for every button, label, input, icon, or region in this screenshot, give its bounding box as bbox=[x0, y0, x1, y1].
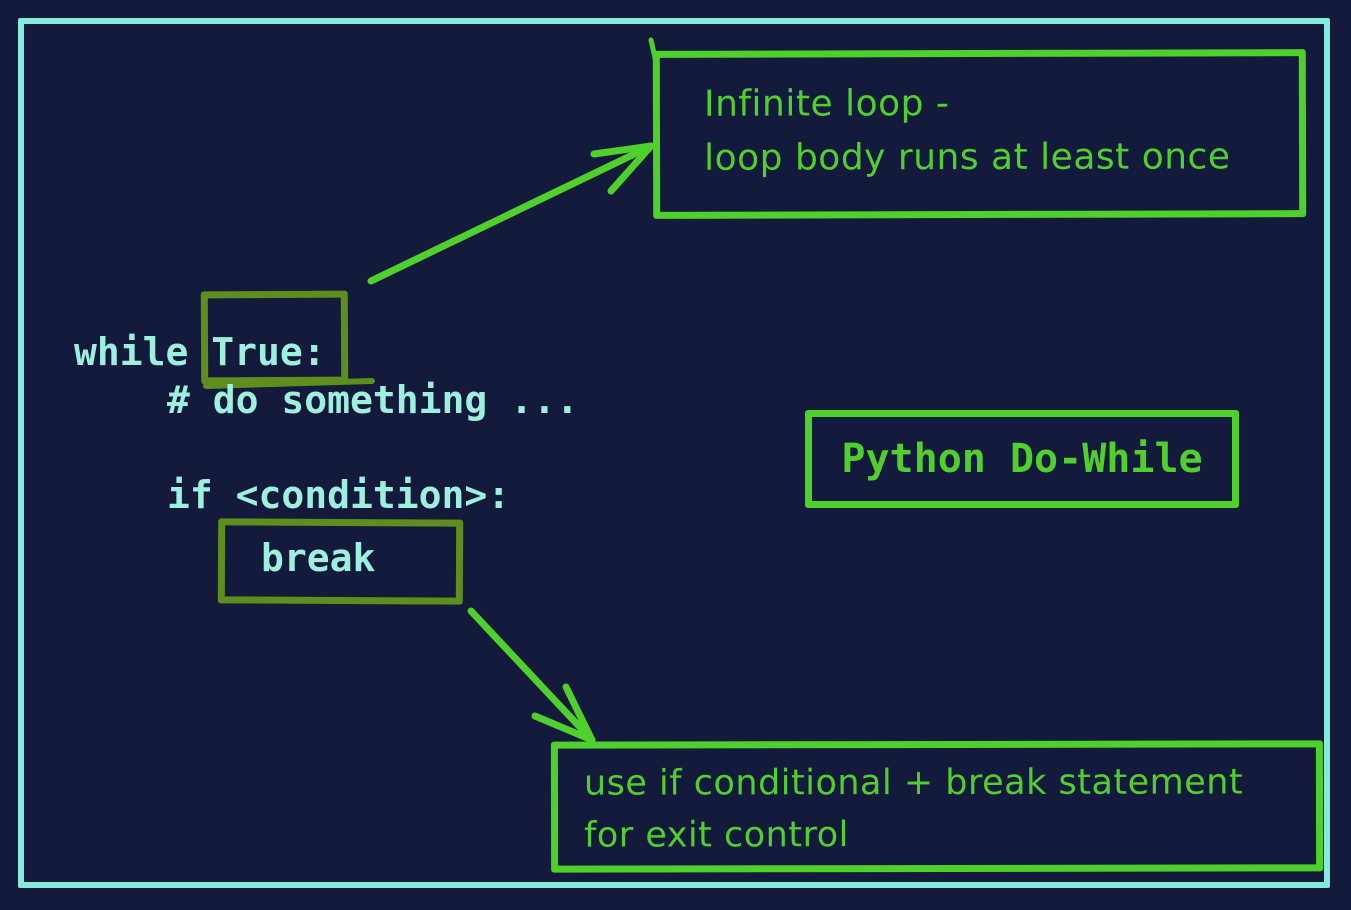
infinite-loop-note-box: Infinite loop - loop body runs at least … bbox=[652, 49, 1307, 219]
title-box: Python Do-While bbox=[805, 410, 1239, 508]
exit-control-note-line1: use if conditional + break statement bbox=[583, 762, 1244, 804]
infinite-loop-note-line2: loop body runs at least once bbox=[704, 136, 1231, 179]
exit-control-note-box: use if conditional + break statement for… bbox=[550, 740, 1324, 873]
code-line-while: while True: bbox=[74, 330, 326, 374]
infinite-loop-note-line1: Infinite loop - bbox=[703, 83, 950, 125]
code-line-if: if <condition>: bbox=[167, 473, 511, 517]
code-line-comment: # do something ... bbox=[167, 378, 579, 422]
exit-control-note-line2: for exit control bbox=[584, 815, 849, 856]
outer-frame bbox=[18, 18, 1330, 888]
code-line-break: break bbox=[261, 536, 376, 580]
page-title: Python Do-While bbox=[841, 436, 1203, 482]
